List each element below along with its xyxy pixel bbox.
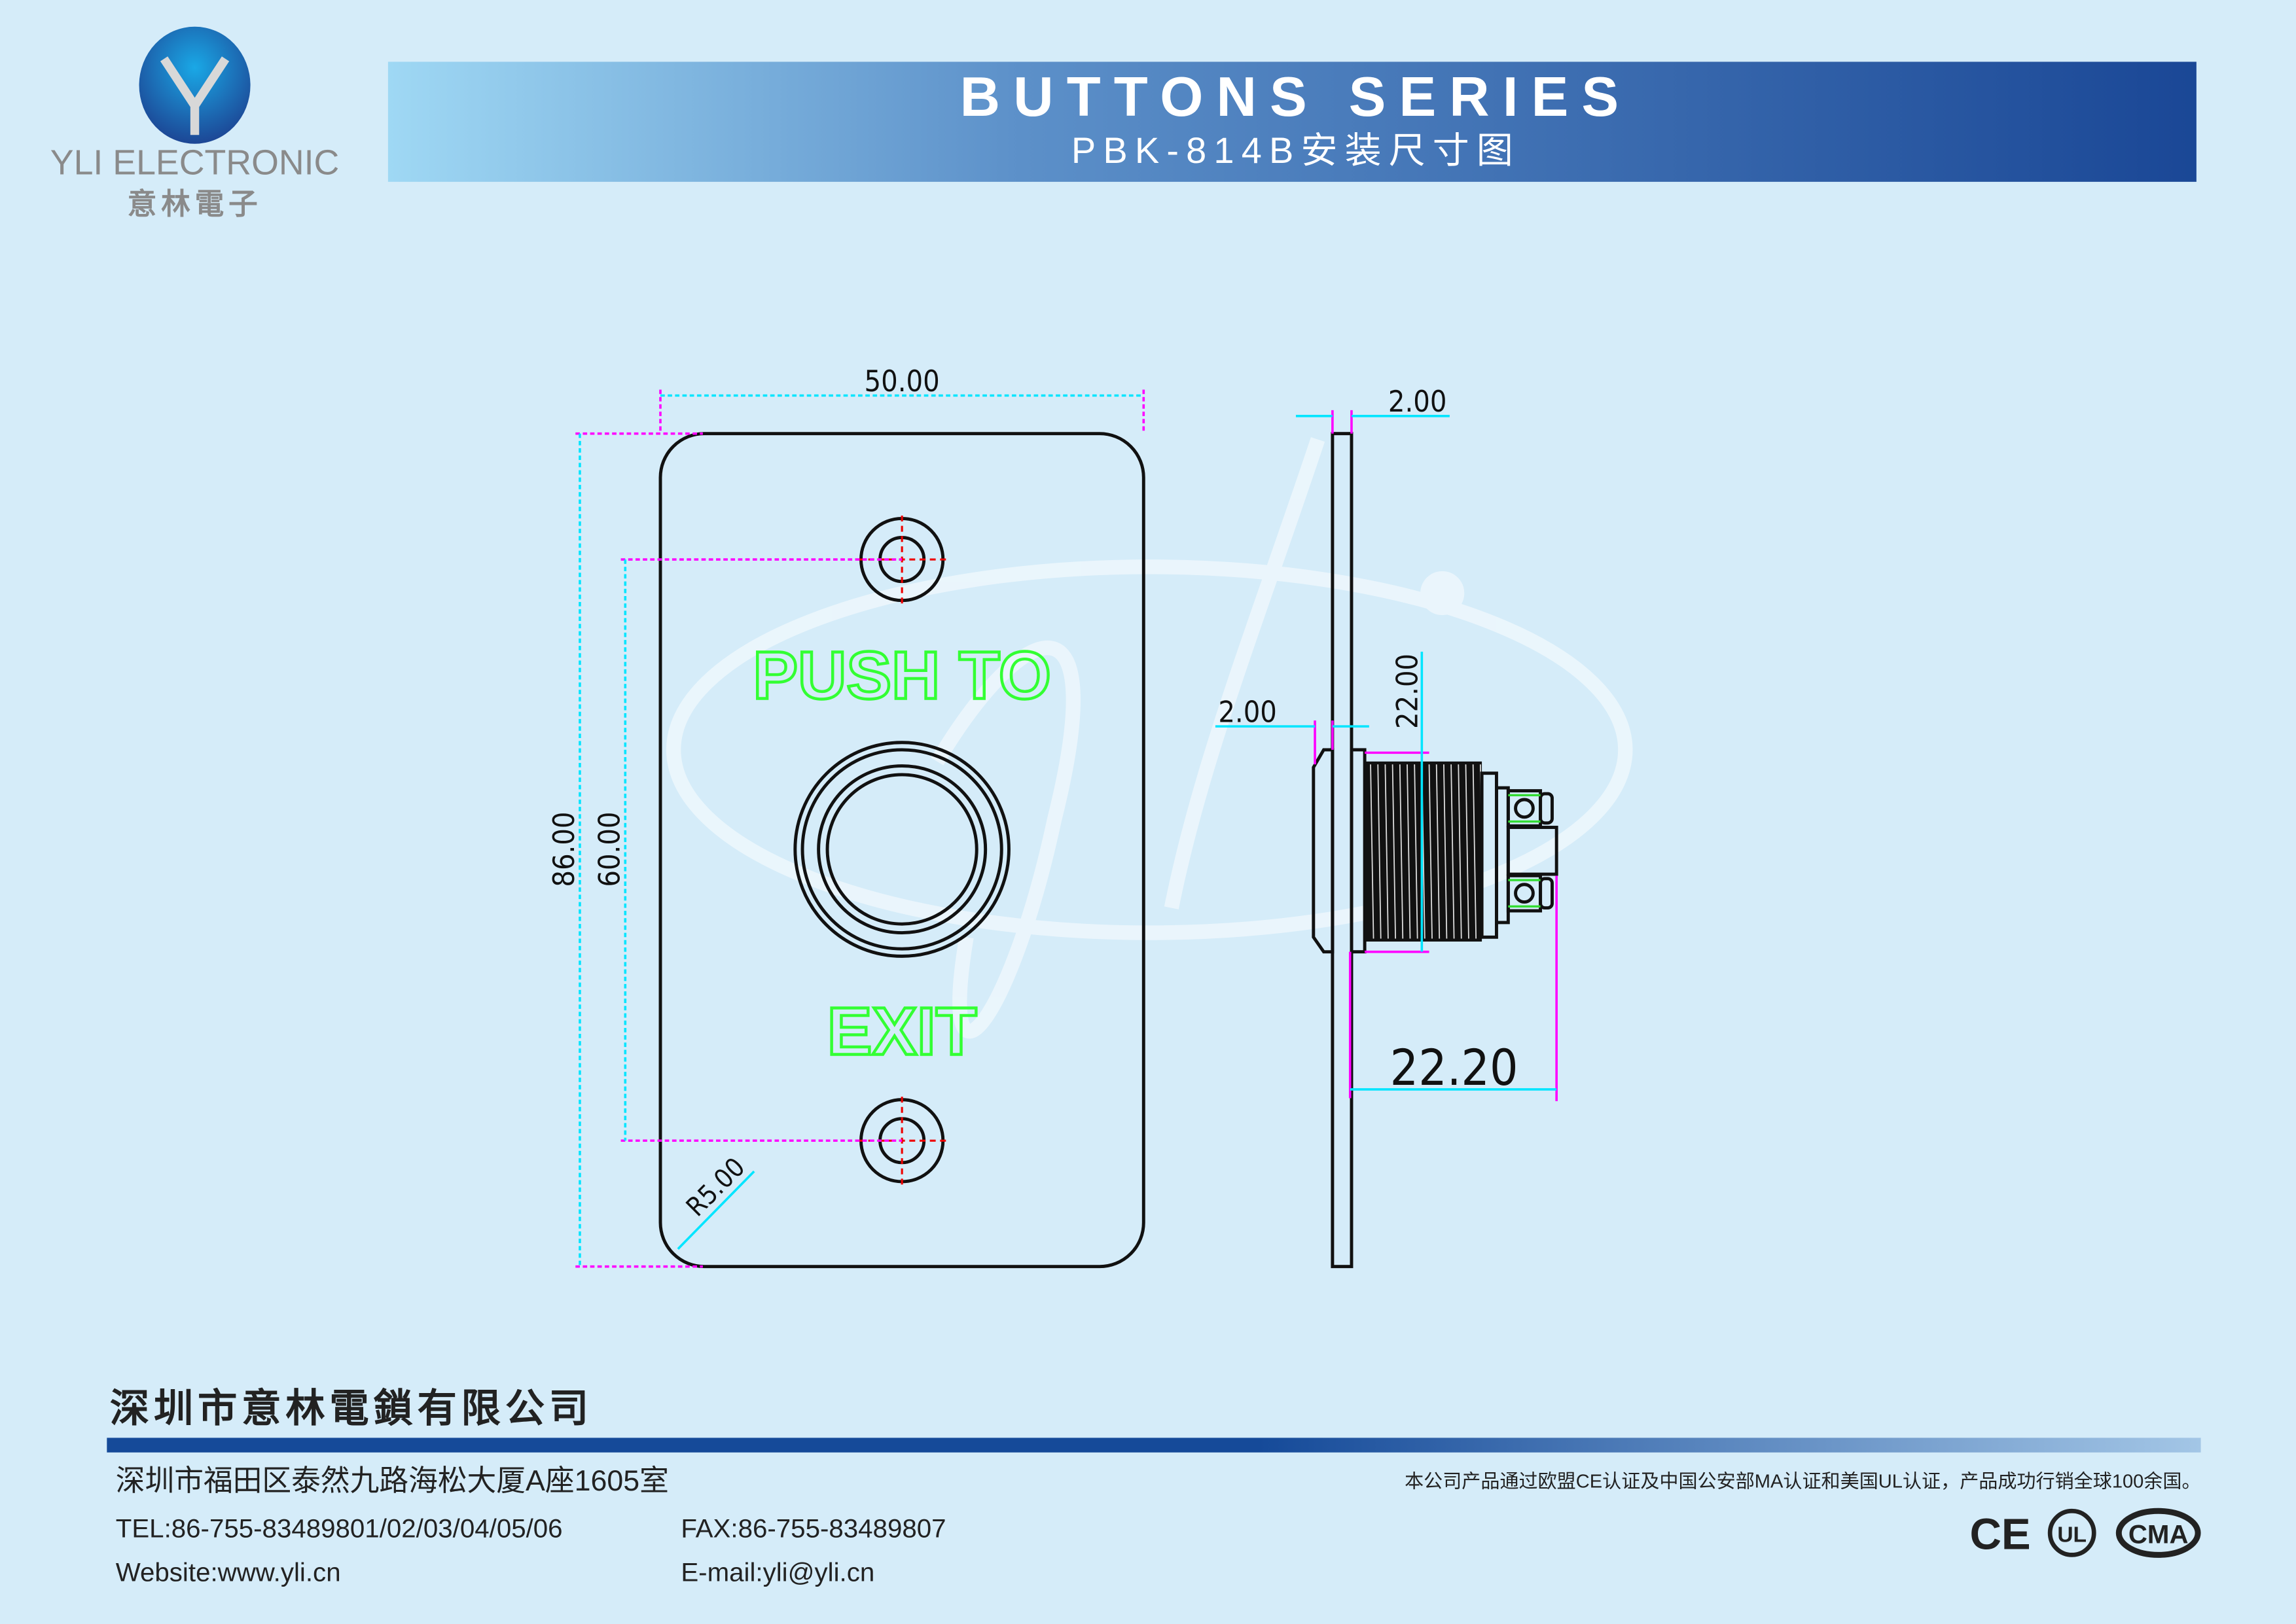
thread-line [1384,764,1389,939]
certification-note: 本公司产品通过欧盟CE认证及中国公安部MA认证和美国UL认证，产品成功行销全球1… [1405,1470,2201,1492]
header-banner: BUTTONS SERIES PBK-814B安装尺寸图 [387,62,2197,182]
page-title: BUTTONS SERIES [960,66,1632,128]
ce-mark: CE [1969,1509,2030,1559]
dim-thread-diameter: 22.00 [1365,652,1429,953]
logo-brand-cn: 意林電子 [128,188,262,221]
dim-height-label: 86.00 [547,811,581,887]
email-link[interactable]: E-mail:yli@yli.cn [681,1558,874,1587]
logo-emblem [139,26,251,144]
dim-plate-thickness-label: 2.00 [1388,384,1447,419]
company-logo: YLI ELECTRONIC 意林電子 [50,26,340,221]
watermark-logo [666,437,1633,1039]
faceplate-outline [658,432,1145,1269]
bezel [1312,748,1335,954]
thread-line [1377,764,1382,939]
thread-line [1465,764,1469,939]
push-button-outline [793,741,1011,958]
dim-width-label: 50.00 [865,364,940,398]
thread-line [1472,764,1477,939]
dim-depth-label: 22.20 [1390,1038,1518,1097]
company-name: 深圳市意林電鎖有限公司 [110,1386,593,1430]
svg-text:UL: UL [2057,1523,2087,1547]
thread-line [1399,764,1404,939]
cert-marks: CE UL CMA [1969,1508,2201,1559]
cma-mark: CMA [2115,1508,2201,1558]
thread-line [1391,764,1396,939]
fax: FAX:86-755-83489807 [681,1514,946,1544]
footer-divider [107,1438,2201,1453]
thread-line [1414,764,1418,939]
dim-plate-thickness: 2.00 [1295,384,1450,434]
thread-line [1458,764,1462,939]
side-view: 2.00 2.00 22.00 22.20 [1215,384,1558,1269]
dim-depth: 22.20 [1348,875,1558,1101]
label-exit: EXIT [827,993,977,1068]
dim-height: 86.00 [547,432,703,1268]
label-push-to: PUSH TO [753,638,1051,713]
thread-line [1435,764,1441,939]
thread-line [1370,764,1374,939]
thread-line [1450,764,1455,939]
telephone: TEL:86-755-83489801/02/03/04/05/06 [116,1514,563,1544]
thread-line [1443,764,1448,939]
dim-bezel-thickness: 2.00 [1215,694,1369,765]
dim-hole-spacing-label: 60.00 [592,811,626,887]
side-plate [1331,432,1354,1269]
ul-mark: UL [2047,1508,2096,1557]
dim-radius: R5.00 [677,1152,755,1250]
logo-brand-en: YLI ELECTRONIC [50,143,340,183]
dim-hole-spacing: 60.00 [592,558,903,1142]
center-block [1506,826,1558,876]
company-address: 深圳市福田区泰然九路海松大厦A座1605室 [116,1464,669,1497]
thread-line [1407,764,1411,939]
dim-thread-diameter-label: 22.00 [1390,654,1425,729]
page-subtitle: PBK-814B安装尺寸图 [1071,130,1520,171]
website-link[interactable]: Website:www.yli.cn [116,1558,341,1587]
dim-width: 50.00 [659,364,1145,434]
dim-bezel-thickness-label: 2.00 [1218,694,1277,729]
thread-line [1428,764,1433,939]
footer: 深圳市意林電鎖有限公司 深圳市福田区泰然九路海松大厦A座1605室 本公司产品通… [107,1386,2201,1587]
svg-text:CMA: CMA [2128,1520,2189,1549]
thread-body [1365,761,1484,942]
